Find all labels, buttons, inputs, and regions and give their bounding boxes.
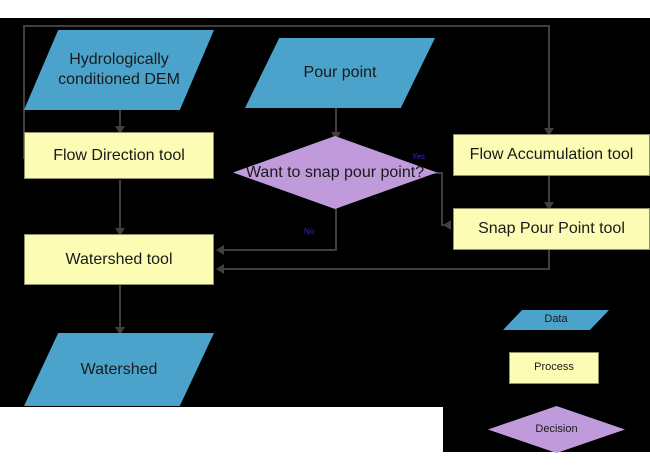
connector-watershedtool-to-watershed [119,285,121,331]
connector-no-vertical [335,208,337,250]
connector-pourpoint-to-decision [335,108,337,136]
legend-label-decision: Decision [535,422,578,435]
connector-flowaccum-to-snap [548,176,550,206]
branch-label-yes: Yes [412,152,426,161]
legend-item-data: Data [503,310,609,330]
node-flow-direction-tool[interactable]: Flow Direction tool [24,132,214,179]
node-label: Flow Accumulation tool [469,146,634,163]
connector-top-rail [23,25,550,27]
node-flow-accumulation-tool[interactable]: Flow Accumulation tool [453,134,650,176]
arrowhead-watershed-top [115,327,125,335]
connector-no-horizontal [219,249,337,251]
connector-snap-horizontal [219,268,550,270]
connector-left-vertical [23,25,25,158]
node-label: Pour point [303,64,377,81]
branch-label-no: No [304,227,315,236]
legend-label-data: Data [544,313,568,326]
node-hydrologically-conditioned-dem[interactable]: Hydrologically conditioned DEM [24,30,214,110]
arrowhead-snap-top [544,202,554,210]
node-label: Watershed [80,360,158,378]
legend-label-process: Process [534,361,574,374]
connector-rail-to-flowaccum [548,25,550,133]
arrowhead-snap-left [443,220,451,230]
arrowhead-watershed-tool-right-lower [216,264,224,274]
node-label: Snap Pour Point tool [478,220,625,237]
node-label: Hydrologically conditioned DEM [58,51,180,88]
arrowhead-flowaccum-top [544,128,554,136]
connector-yes-vertical [441,172,443,224]
node-pour-point[interactable]: Pour point [245,38,435,108]
node-label: Want to snap pour point? [245,163,425,181]
node-label: Flow Direction tool [53,146,185,164]
legend-item-process: Process [509,352,599,384]
connector-dem-to-flowdir [119,110,121,130]
arrowhead-watershed-tool-right-upper [216,245,224,255]
arrowhead-decision-top [331,132,341,140]
connector-flowdir-to-watershed [119,180,121,232]
node-label: Watershed tool [65,250,173,268]
node-watershed[interactable]: Watershed [24,333,214,406]
arrowhead-watershed-tool-top [115,228,125,236]
node-snap-pour-point-tool[interactable]: Snap Pour Point tool [453,208,650,250]
node-watershed-tool[interactable]: Watershed tool [24,234,214,285]
arrowhead-flowdir-top [115,126,125,134]
connector-snap-vertical [548,250,550,269]
